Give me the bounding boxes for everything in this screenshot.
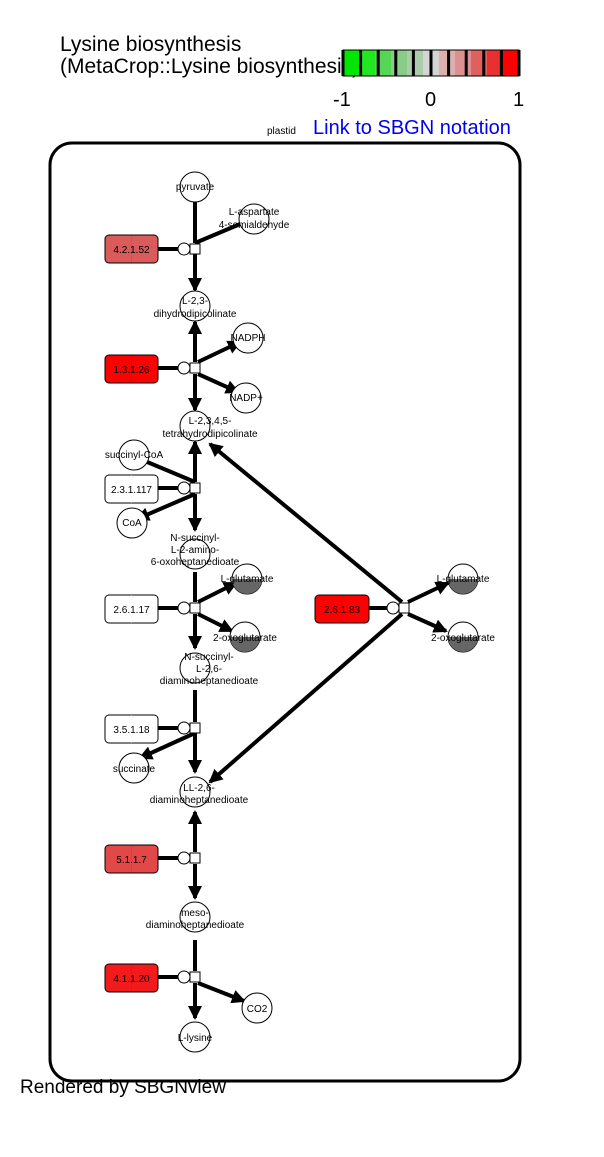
svg-text:pyruvate: pyruvate	[176, 182, 215, 193]
svg-text:L-2-amino-: L-2-amino-	[171, 545, 219, 556]
compound-2-oxoglutarate-2: 2-oxoglutarate	[431, 621, 495, 653]
compound-meso-diaminoheptanedioate: meso- diaminoheptanedioate	[146, 901, 245, 933]
enzyme-label: 4.1.1.20	[113, 974, 150, 985]
enzyme-2-6-1-17: 2.6.1.17	[104, 594, 159, 624]
compound-ll-diaminoheptanedioate: LL-2,6- diaminoheptanedioate	[150, 776, 249, 808]
enzyme-label: 5.1.1.7	[116, 855, 147, 866]
enzyme-label: 2.6.1.17	[113, 605, 150, 616]
compound-l-glutamate-1: L-glutamate	[221, 563, 274, 595]
svg-text:succinyl-CoA: succinyl-CoA	[105, 450, 164, 461]
plastid-compartment	[48, 141, 522, 1083]
enzyme-1-3-1-26: 1.3.1.26	[104, 354, 159, 384]
legend-swatch	[455, 50, 472, 76]
enzyme-label: 2.3.1.117	[111, 485, 152, 496]
compound-l-glutamate-2: L-glutamate	[437, 563, 490, 595]
compound-aspartate-semialdehyde: L-aspartate 4-semialdehyde	[219, 203, 290, 235]
svg-text:LL-2,6-: LL-2,6-	[183, 783, 215, 794]
legend-tick-mid: 0	[425, 89, 436, 111]
enzyme-label: 3.5.1.18	[113, 725, 150, 736]
diagram-title-line1: Lysine biosynthesis	[60, 33, 241, 56]
svg-text:diaminoheptanedioate: diaminoheptanedioate	[160, 676, 259, 687]
compound-pyruvate: pyruvate	[176, 171, 215, 203]
compound-nadp: NADP+	[229, 382, 263, 414]
legend-swatch	[391, 50, 408, 76]
legend-swatch	[359, 50, 376, 76]
svg-text:NADP+: NADP+	[229, 393, 263, 404]
compound-l-lysine: L-lysine	[178, 1021, 213, 1053]
svg-text:L-glutamate: L-glutamate	[221, 574, 274, 585]
compound-coa: CoA	[116, 507, 148, 539]
svg-text:4-semialdehyde: 4-semialdehyde	[219, 220, 290, 231]
svg-text:L-2,3-: L-2,3-	[182, 296, 208, 307]
legend-swatch	[487, 50, 504, 76]
compound-dihydrodipicolinate: L-2,3- dihydrodipicolinate	[154, 290, 237, 322]
reaction-edges	[135, 200, 450, 1020]
compound-succinyl-coa: succinyl-CoA	[105, 439, 164, 471]
svg-text:N-succinyl-: N-succinyl-	[170, 533, 219, 544]
enzyme-label: 2.6.1.83	[324, 605, 361, 616]
enzyme-5-1-1-7: 5.1.1.7	[104, 844, 159, 874]
svg-text:NADPH: NADPH	[230, 333, 265, 344]
color-legend	[341, 49, 521, 77]
svg-text:CO2: CO2	[247, 1004, 268, 1015]
sbgn-notation-link[interactable]: Link to SBGN notation	[313, 117, 511, 139]
legend-tick-max: 1	[513, 89, 524, 111]
compound-n-succinyl-diaminoheptanedioate: N-succinyl- L-2,6- diaminoheptanedioate	[160, 652, 259, 687]
legend-swatch	[503, 50, 520, 76]
svg-text:2-oxoglutarate: 2-oxoglutarate	[431, 633, 495, 644]
svg-text:diaminoheptanedioate: diaminoheptanedioate	[146, 920, 245, 931]
legend-tick-min: -1	[333, 89, 351, 111]
svg-text:6-oxoheptanedioate: 6-oxoheptanedioate	[151, 557, 240, 568]
enzyme-3-5-1-18: 3.5.1.18	[104, 714, 159, 744]
svg-text:L-2,6-: L-2,6-	[196, 664, 222, 675]
process-nodes	[177, 242, 410, 984]
legend-swatch	[343, 50, 360, 76]
svg-text:succinate: succinate	[113, 764, 156, 775]
svg-text:N-succinyl-: N-succinyl-	[184, 652, 233, 663]
svg-text:L-aspartate: L-aspartate	[229, 207, 280, 218]
rendered-by-footer: Rendered by SBGNview	[20, 1077, 226, 1098]
svg-text:CoA: CoA	[122, 518, 142, 529]
enzyme-nodes: 4.2.1.52 1.3.1.26 2.3.1.117 2.6.1.17 3.5.1.1…	[104, 234, 370, 993]
svg-text:dihydrodipicolinate: dihydrodipicolinate	[154, 309, 237, 320]
compound-succinate: succinate	[113, 752, 156, 784]
svg-text:L-2,3,4,5-: L-2,3,4,5-	[189, 416, 232, 427]
enzyme-4-1-1-20: 4.1.1.20	[104, 963, 159, 993]
svg-text:L-lysine: L-lysine	[178, 1033, 213, 1044]
svg-text:L-glutamate: L-glutamate	[437, 574, 490, 585]
compound-n-succinyl-amino-oxoheptanedioate: N-succinyl- L-2-amino- 6-oxoheptanedioat…	[151, 533, 240, 570]
compound-nadph: NADPH	[230, 322, 266, 354]
enzyme-2-3-1-117: 2.3.1.117	[104, 474, 159, 504]
svg-text:meso-: meso-	[181, 908, 209, 919]
compound-2-oxoglutarate-1: 2-oxoglutarate	[213, 621, 277, 653]
compound-tetrahydrodipicolinate: L-2,3,4,5- tetrahydrodipicolinate	[162, 410, 258, 442]
svg-text:2-oxoglutarate: 2-oxoglutarate	[213, 633, 277, 644]
legend-swatch	[407, 50, 424, 76]
enzyme-4-2-1-52: 4.2.1.52	[104, 234, 159, 264]
svg-text:tetrahydrodipicolinate: tetrahydrodipicolinate	[162, 429, 257, 440]
compartment-label: plastid	[267, 126, 296, 137]
enzyme-label: 1.3.1.26	[113, 365, 150, 376]
diagram-title-line2: (MetaCrop::Lysine biosynthesis)	[60, 55, 359, 78]
compound-co2: CO2	[241, 992, 273, 1024]
enzyme-2-6-1-83: 2.6.1.83	[314, 594, 370, 624]
svg-text:diaminoheptanedioate: diaminoheptanedioate	[150, 795, 249, 806]
enzyme-label: 4.2.1.52	[113, 245, 150, 256]
